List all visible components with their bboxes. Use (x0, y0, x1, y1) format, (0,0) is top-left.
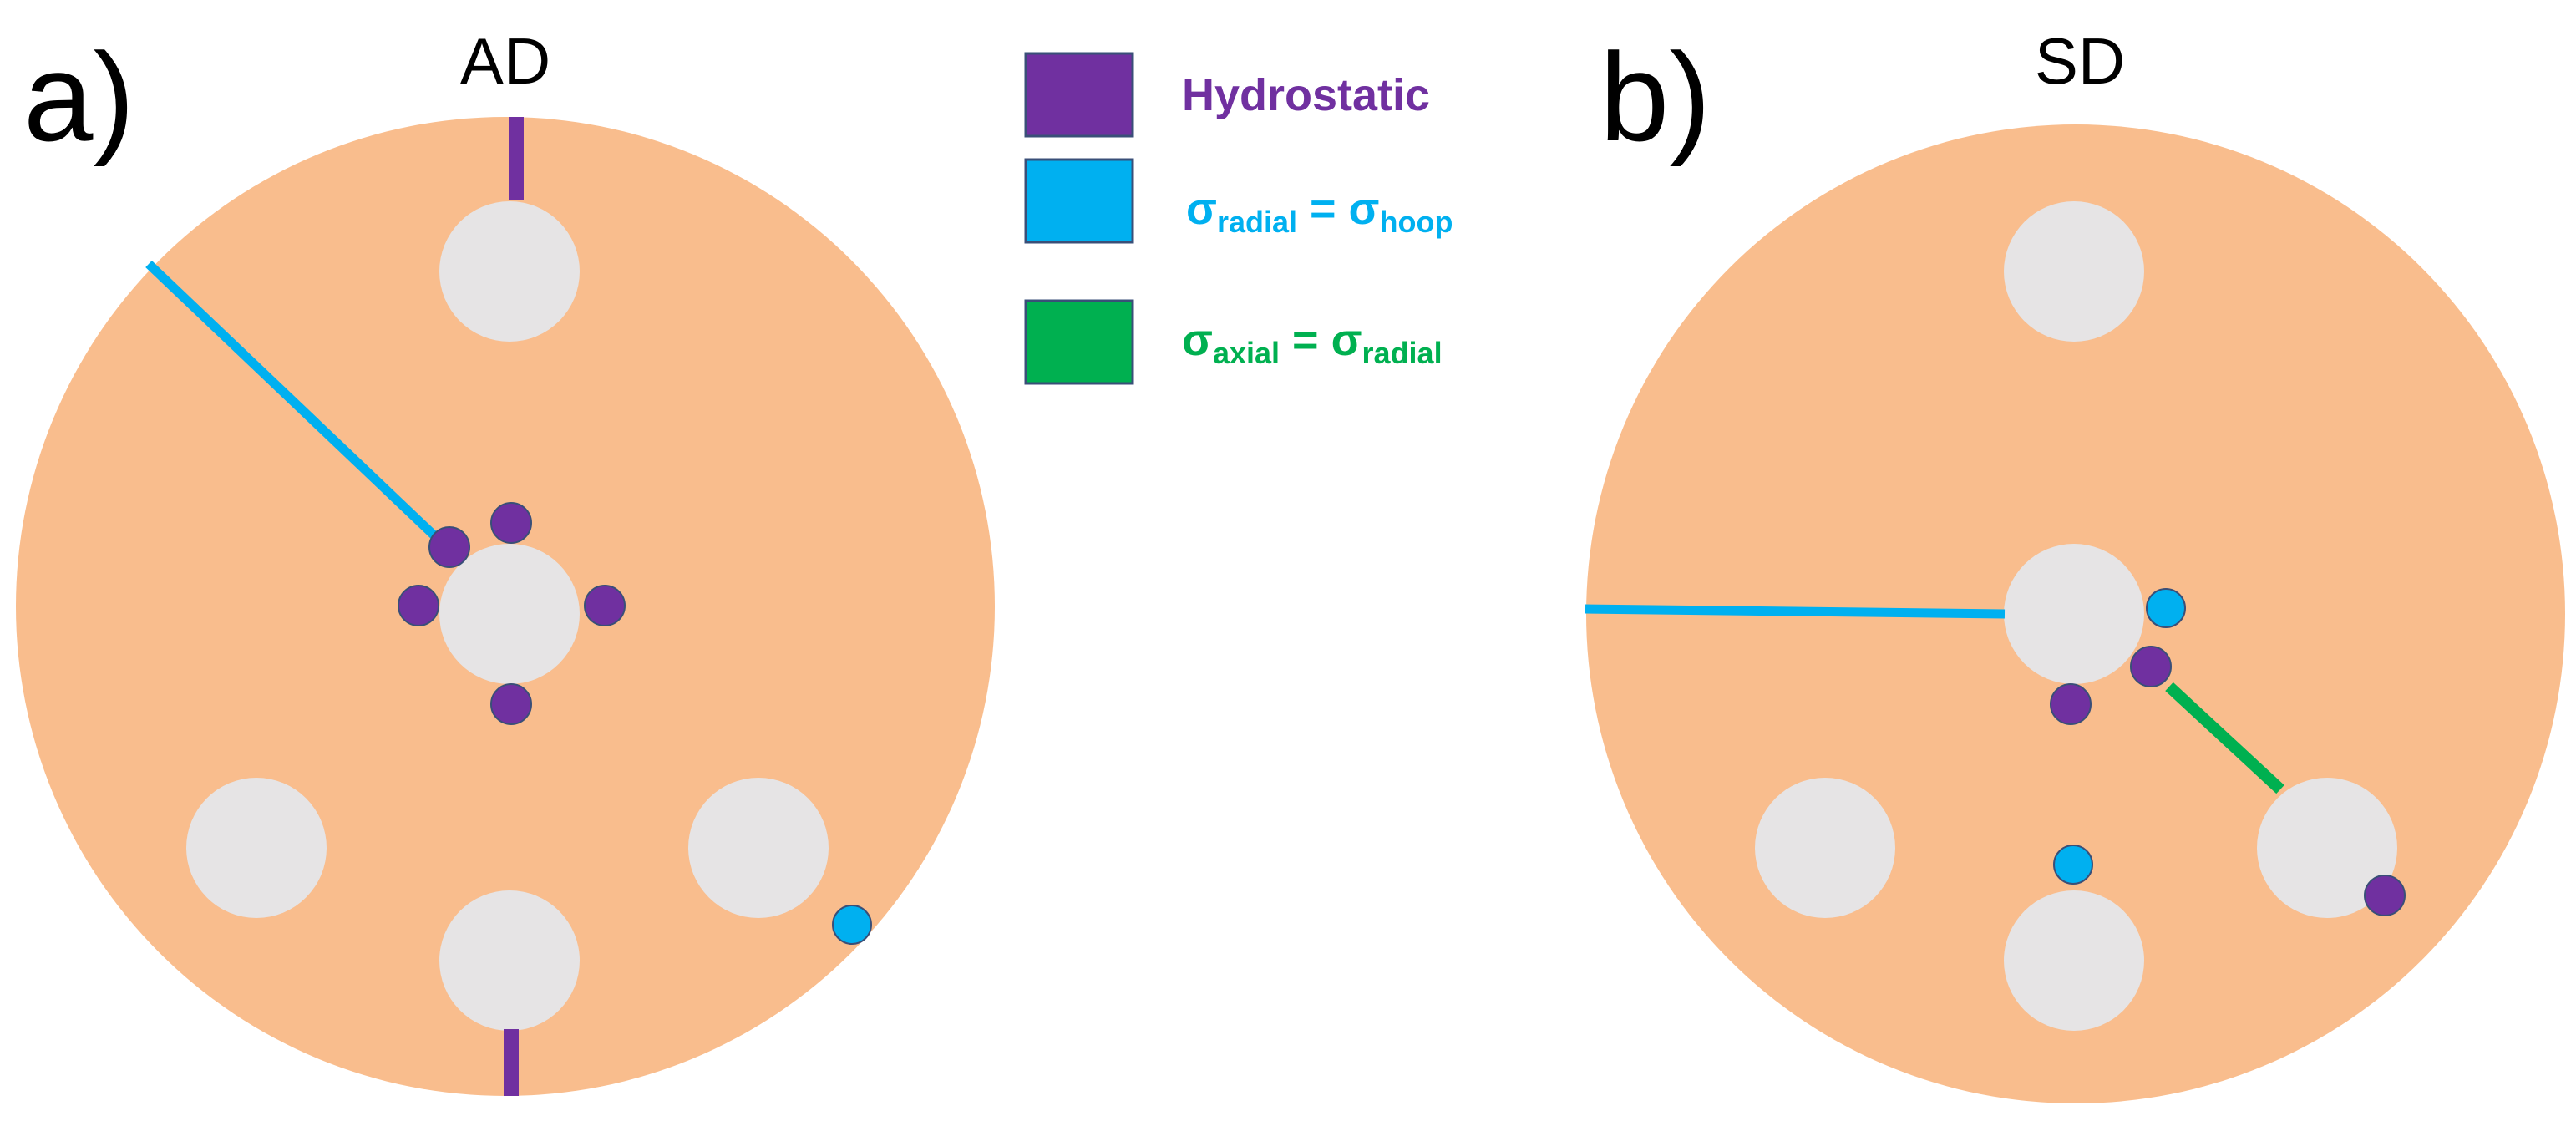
panel-b-hole-left (1755, 778, 1895, 918)
panel-b-radial-hoop-marker (2053, 845, 2093, 885)
panel-a-hole-bottom (439, 890, 580, 1031)
panel-a: a) AD (16, 24, 995, 1096)
panel-b-title: SD (2035, 24, 2125, 98)
panel-a-title: AD (460, 24, 550, 98)
panel-b-hole-bottom (2004, 890, 2144, 1031)
panel-b-hydrostatic-marker (2050, 683, 2092, 725)
panel-b-letter: b) (1600, 27, 1711, 167)
panel-a-radial-hoop-marker (832, 905, 872, 945)
panel-b-radial-hoop-marker (2146, 588, 2186, 628)
panel-b-axial-radial-crack (2165, 682, 2284, 794)
panel-a-hole-left (186, 778, 327, 918)
panel-b-hole-right (2257, 778, 2397, 918)
panel-a-hydrostatic-marker (398, 585, 439, 626)
panel-a-hydrostatic-crack-bottom (504, 1029, 519, 1096)
panel-a-hydrostatic-marker (490, 502, 532, 544)
panel-b-hole-center (2004, 544, 2144, 684)
panel-b-hydrostatic-marker (2130, 646, 2172, 687)
legend-swatch-axial-radial (1024, 299, 1134, 385)
panel-a-hydrostatic-marker (428, 526, 470, 568)
legend-label-hydrostatic: Hydrostatic (1182, 70, 1430, 120)
panel-a-hole-right (688, 778, 829, 918)
panel-a-hydrostatic-marker (584, 585, 626, 626)
panel-a-hydrostatic-marker (490, 683, 532, 725)
panel-a-radial-hoop-crack (145, 261, 442, 543)
panel-a-hole-top (439, 201, 580, 342)
panel-b-radial-hoop-crack (1585, 604, 2006, 619)
panel-b-hole-top (2004, 201, 2144, 342)
panel-b-hydrostatic-marker (2364, 875, 2406, 916)
legend-swatch-hydrostatic (1024, 52, 1134, 138)
panel-a-letter: a) (23, 27, 134, 167)
panel-a-hydrostatic-crack-top (509, 117, 524, 200)
legend-label-radial-hoop: σradial = σhoop (1186, 184, 1453, 239)
legend-label-axial-radial: σaxial = σradial (1182, 315, 1443, 370)
panel-b: b) SD (1585, 24, 2565, 1103)
legend: Hydrostatic σradial = σhoop σaxial = σra… (1024, 52, 1453, 385)
panel-a-hole-center (439, 544, 580, 684)
legend-swatch-radial-hoop (1024, 158, 1134, 244)
